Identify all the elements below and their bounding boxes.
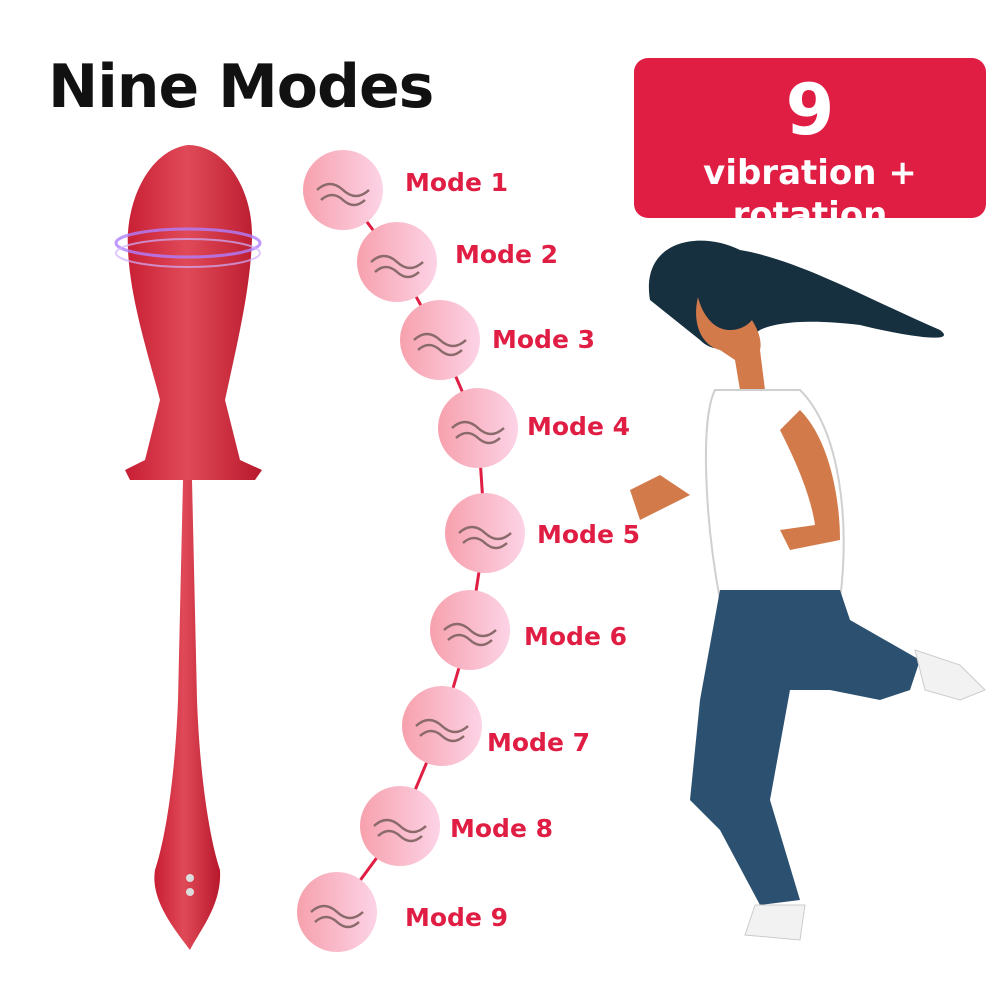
product-illustration xyxy=(114,145,262,950)
mode-label-7: Mode 7 xyxy=(487,728,591,757)
badge-number: 9 xyxy=(785,69,835,151)
wave-lines-icon xyxy=(316,182,370,207)
bubbles-wave-icon xyxy=(373,818,427,843)
hearts-icon xyxy=(415,718,469,743)
mode-label-4: Mode 4 xyxy=(527,412,631,441)
mode-label-6: Mode 6 xyxy=(524,622,628,651)
page-title: Nine Modes xyxy=(48,52,434,122)
wave-dots-icon xyxy=(370,254,424,279)
mode-label-5: Mode 5 xyxy=(537,520,641,549)
bar-pulse-icon xyxy=(413,332,467,357)
orbit-icon xyxy=(443,622,497,647)
mode-label-2: Mode 2 xyxy=(455,240,559,269)
mode-label-1: Mode 1 xyxy=(405,168,509,197)
modes-badge: 9 vibration + rotation xyxy=(634,58,986,235)
badge-subtitle: vibration + rotation xyxy=(703,153,917,235)
swim-wave-icon xyxy=(310,904,364,929)
mode-label-8: Mode 8 xyxy=(450,814,554,843)
helix-icon xyxy=(451,420,505,445)
mode-label-9: Mode 9 xyxy=(405,903,509,932)
mode-label-3: Mode 3 xyxy=(492,325,596,354)
wind-icon xyxy=(458,525,512,550)
